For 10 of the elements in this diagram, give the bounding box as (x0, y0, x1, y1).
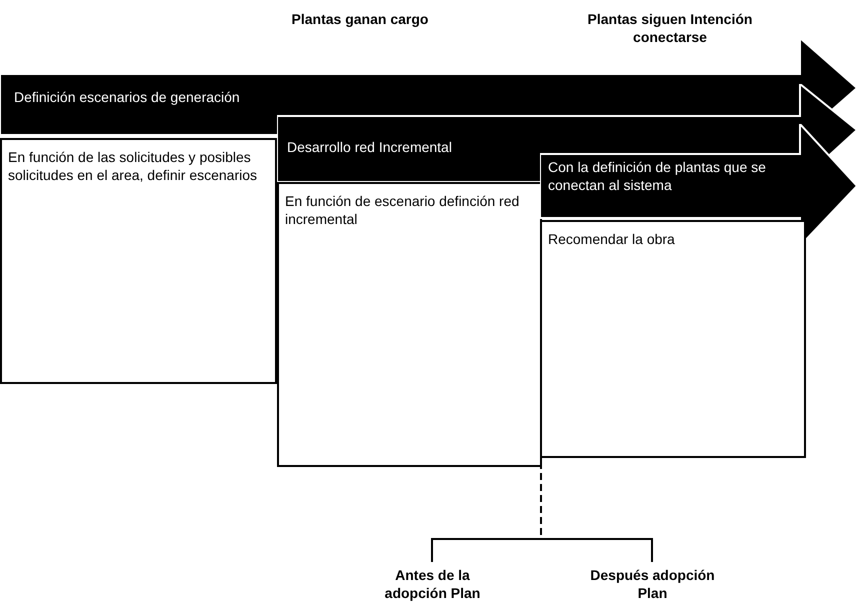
text-box: Recomendar la obra (540, 220, 806, 458)
milestone-label: Plantas siguen Intención conectarse (586, 10, 754, 46)
phase-label: Antes de la adopción Plan (384, 566, 482, 602)
text-box: En función de las solicitudes y posibles solicitudes en el area, definir escenarios (0, 138, 277, 384)
milestone-label: Plantas ganan cargo (290, 10, 430, 28)
stage-title: Desarrollo red Incremental (287, 138, 453, 156)
text-box: En función de escenario definción red incremental (277, 182, 542, 467)
stage-title: Con la definición de plantas que se conectan al sistema (548, 158, 767, 194)
phase-label: Después adopción Plan (590, 566, 715, 602)
stage-title: Definición escenarios de generación (14, 88, 241, 106)
